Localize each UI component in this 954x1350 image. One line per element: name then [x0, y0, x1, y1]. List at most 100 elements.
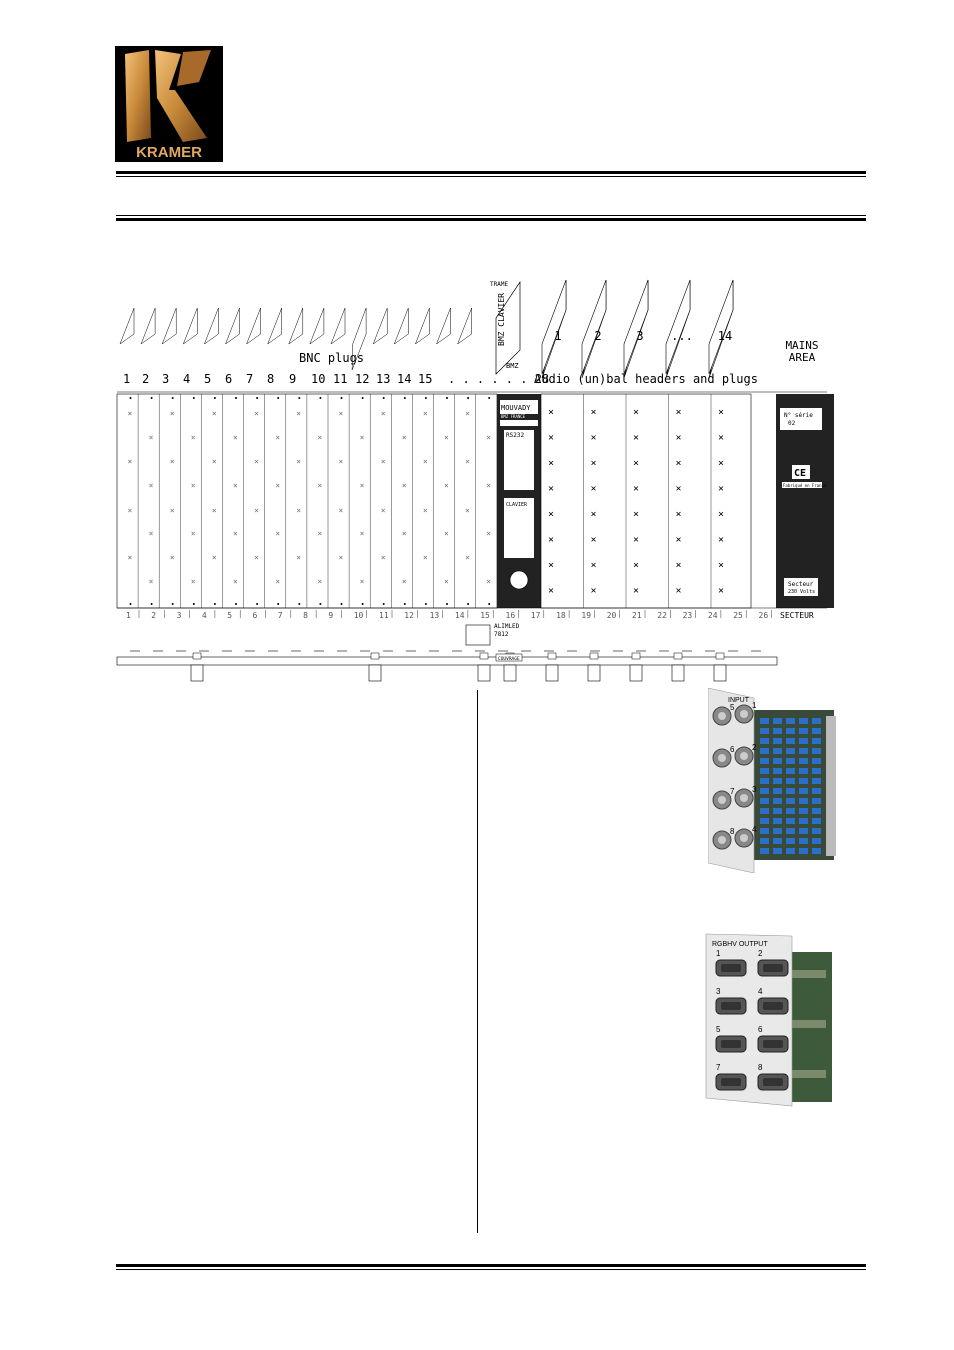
bnc-hole: ×: [444, 577, 449, 586]
input-number: 1: [752, 701, 757, 710]
bnc-number: 3: [162, 372, 169, 386]
bnc-number: 12: [355, 372, 369, 386]
bnc-plug-icon: [161, 307, 177, 345]
bnc-hole: ×: [254, 457, 259, 466]
audio-header-pin: ×: [591, 458, 597, 469]
audio-header-pin: ×: [591, 407, 597, 418]
bnc-hole: ×: [191, 577, 196, 586]
bnc-hole: ×: [402, 481, 407, 490]
serial-label-line2: 02: [788, 420, 796, 427]
control-panel-title: MOUVADY: [501, 404, 531, 412]
slot-number: 7: [278, 611, 283, 620]
audio-header-pin: ×: [591, 509, 597, 520]
audio-header-pin: ×: [591, 586, 597, 597]
rail-plug: [587, 664, 601, 682]
audio-header-pin: ×: [676, 560, 682, 571]
bnc-hole: ×: [465, 457, 470, 466]
output-card-title: RGBHV OUTPUT: [712, 941, 768, 948]
bnc-hole: ×: [423, 409, 428, 418]
bnc-number: 5: [204, 372, 211, 386]
audio-card-number: 2: [594, 329, 601, 343]
rail-plug: [545, 664, 559, 682]
bnc-number: 11: [333, 372, 347, 386]
slot-number: 15: [480, 611, 490, 620]
kramer-logo: KRAMER: [115, 46, 223, 162]
bnc-plug-icon: [457, 307, 472, 345]
slot-number: 26: [759, 611, 769, 620]
bnc-hole: ×: [233, 577, 238, 586]
slot-number: 20: [607, 611, 617, 620]
slot-number: 22: [657, 611, 667, 620]
slot-number: 11: [379, 611, 389, 620]
bnc-number: . . . . . . 28: [448, 372, 549, 386]
rail-plug: [503, 664, 517, 682]
bnc-hole: ×: [170, 457, 175, 466]
footer-rule-thick: [116, 1264, 866, 1267]
audio-label: Audio (un)bal headers and plugs: [534, 372, 758, 386]
rail-plug: [477, 664, 491, 682]
bnc-hole: ×: [360, 577, 365, 586]
bnc-number: 9: [289, 372, 296, 386]
bnc-hole: ×: [317, 433, 322, 442]
audio-header-pin: ×: [718, 535, 724, 546]
rail-plug: [629, 664, 643, 682]
bmz-clavier-label: BMZ CLAVIER: [497, 293, 506, 346]
made-in-label: Fabriqué en France: [783, 483, 827, 488]
bnc-plug-icons: [119, 307, 472, 371]
bnc-plug-icon: [182, 307, 198, 345]
bnc-hole: ×: [444, 433, 449, 442]
bnc-number: 6: [225, 372, 232, 386]
bnc-hole: ×: [444, 481, 449, 490]
rail-plug: [368, 664, 382, 682]
bnc-plug-icon: [246, 307, 261, 345]
bnc-hole: ×: [296, 409, 301, 418]
mains-label-line2: AREA: [789, 351, 816, 364]
section-rule-thin: [116, 215, 866, 216]
slot-number: 18: [556, 611, 566, 620]
bnc-hole: ×: [360, 433, 365, 442]
bnc-hole: ×: [170, 409, 175, 418]
slot-number: 16: [506, 611, 516, 620]
output-number: 6: [758, 1025, 763, 1034]
audio-header-pin: ×: [718, 560, 724, 571]
slot-number: 12: [404, 611, 414, 620]
slot-number: 5: [227, 611, 232, 620]
audio-card-number: ...: [671, 329, 693, 343]
bnc-hole: ×: [423, 553, 428, 562]
output-number: 5: [716, 1025, 721, 1034]
footer-rule-thin: [116, 1269, 866, 1270]
bnc-plug-icon: [224, 307, 240, 345]
slot-number: 6: [253, 611, 258, 620]
bnc-hole: ×: [402, 433, 407, 442]
input-number: 5: [730, 703, 735, 712]
bottom-rail: [116, 656, 778, 666]
slot-number: 19: [581, 611, 591, 620]
bnc-hole: ×: [212, 409, 217, 418]
bnc-hole: ×: [149, 481, 154, 490]
slot-number: 17: [531, 611, 541, 620]
bnc-hole: ×: [423, 506, 428, 515]
bnc-hole: ×: [444, 529, 449, 538]
bnc-hole: ×: [360, 481, 365, 490]
audio-header-pin: ×: [548, 433, 554, 444]
audio-header-pin: ×: [548, 586, 554, 597]
input-number: 7: [730, 787, 735, 796]
serial-label-line1: N° série: [784, 412, 813, 419]
bnc-hole: ×: [486, 481, 491, 490]
panel-knob-icon: [509, 570, 529, 590]
bnc-slots: ××××××××××××××××××××××××××××××××××××××××…: [128, 394, 491, 608]
slot-number: 4: [202, 611, 207, 620]
bnc-hole: ×: [339, 553, 344, 562]
bnc-hole: ×: [128, 553, 133, 562]
input-number: 6: [730, 745, 735, 754]
audio-header-pin: ×: [548, 509, 554, 520]
bnc-hole: ×: [317, 481, 322, 490]
audio-header-pin: ×: [718, 586, 724, 597]
bnc-hole: ×: [191, 529, 196, 538]
bnc-plug-icon: [288, 307, 304, 345]
audio-header-pin: ×: [676, 535, 682, 546]
bnc-hole: ×: [149, 433, 154, 442]
